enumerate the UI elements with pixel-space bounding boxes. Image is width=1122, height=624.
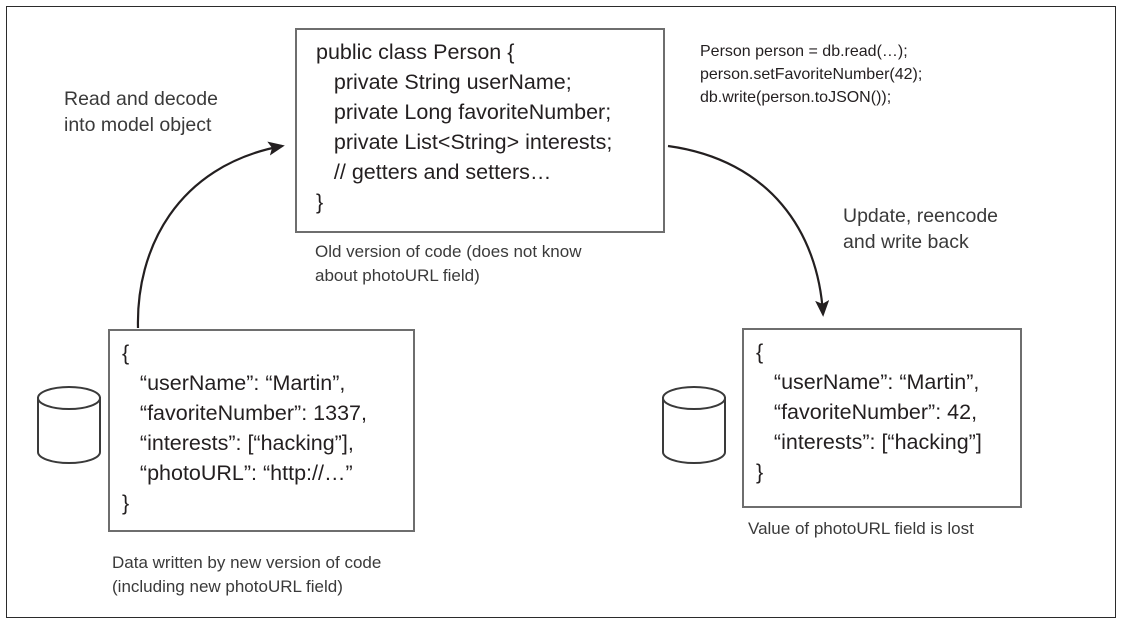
write-arrow-label: Update, reencode and write back — [843, 205, 999, 253]
usage-snippet-text: Person person = db.read(…); person.setFa… — [700, 43, 923, 106]
left-record-caption: Data written by new version of code (inc… — [112, 553, 382, 596]
person-class-code-text: public class Person { private String use… — [316, 40, 613, 214]
write-arrow — [667, 144, 830, 317]
right-record-json-text: { “userName”: “Martin”, “favoriteNumber”… — [756, 340, 982, 484]
person-class-code-box — [295, 28, 665, 233]
right-db-label: DB — [682, 416, 706, 435]
right-record-box — [742, 328, 1022, 508]
read-arrow — [136, 141, 285, 329]
left-db-label: DB — [57, 416, 81, 435]
read-arrow-label: Read and decode into model object — [64, 88, 218, 136]
left-record-json-text: { “userName”: “Martin”, “favoriteNumber”… — [122, 341, 367, 515]
code-box-caption: Old version of code (does not know about… — [315, 242, 582, 285]
right-record-caption: Value of photoURL field is lost — [748, 519, 974, 538]
left-record-box — [108, 329, 415, 532]
